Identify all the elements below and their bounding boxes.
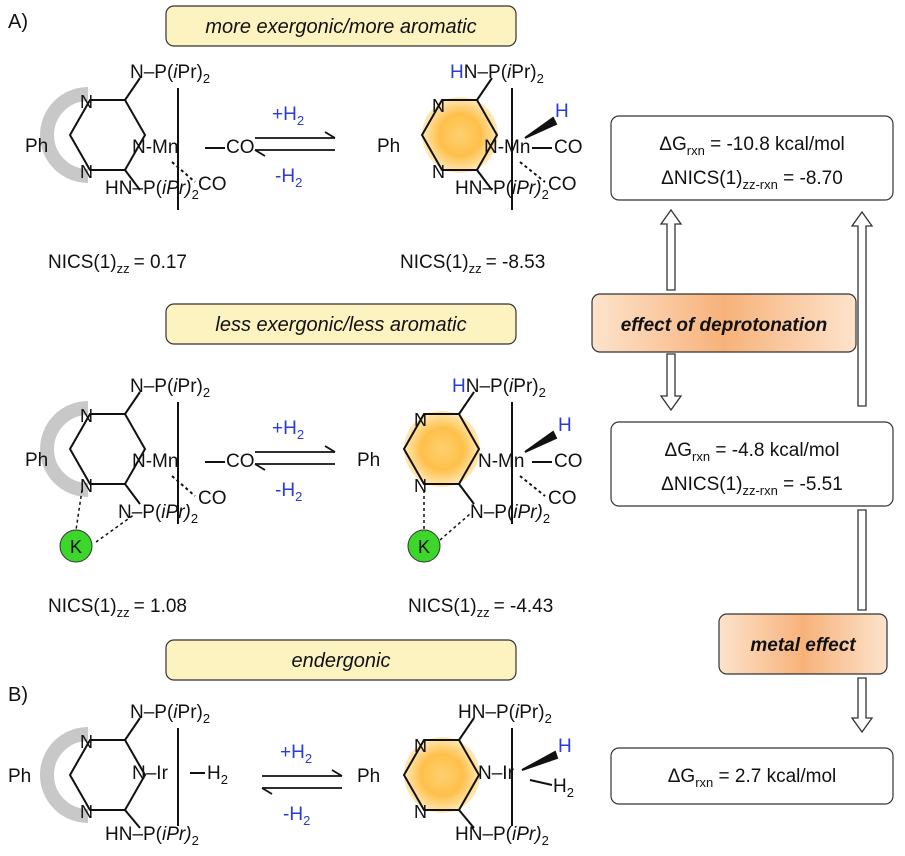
hydride-label: H	[555, 101, 569, 122]
nics-mn-end: NICS(1)zz= -8.53	[400, 252, 545, 276]
co-label: CO	[554, 137, 583, 158]
svg-text:ΔNICS(1)zz-rxn = -5.51: ΔNICS(1)zz-rxn = -5.51	[661, 474, 843, 498]
ir-end-complex	[402, 717, 559, 829]
banner-bottom-text: endergonic	[292, 650, 391, 672]
ring-n: N	[80, 802, 93, 822]
banner-top-text: more exergonic/more aromatic	[205, 16, 476, 38]
svg-text:N–P(iPr)2: N–P(iPr)2	[130, 62, 210, 86]
svg-text:+H2: +H2	[272, 104, 304, 128]
co-label: CO	[548, 174, 577, 195]
nics-k-end: NICS(1)zz= -4.43	[408, 596, 553, 620]
svg-text:+H2: +H2	[280, 742, 312, 766]
ring-n: N	[80, 92, 93, 112]
svg-text:-H2: -H2	[275, 480, 302, 504]
svg-text:+H2: +H2	[272, 418, 304, 442]
result-box-2: ΔGrxn = -4.8 kcal/mol ΔNICS(1)zz-rxn = -…	[610, 421, 894, 507]
h2-ligand: H2	[553, 776, 574, 800]
co-label: CO	[198, 488, 227, 509]
ph-label: Ph	[357, 766, 380, 787]
banner-mid: less exergonic/less aromatic	[165, 303, 517, 345]
svg-text:HN–P(iPr)2: HN–P(iPr)2	[450, 62, 544, 86]
ph-label: Ph	[357, 450, 380, 471]
mn-end-complex	[420, 77, 558, 210]
svg-text:HN–P(iPr)2: HN–P(iPr)2	[455, 824, 549, 848]
svg-text:ΔGrxn = 2.7 kcal/mol: ΔGrxn = 2.7 kcal/mol	[668, 766, 837, 790]
ring-n: N	[414, 410, 427, 430]
ring-n: N	[414, 476, 427, 496]
svg-text:HN–P(iPr)2: HN–P(iPr)2	[452, 376, 546, 400]
ph-label: Ph	[8, 766, 31, 787]
metal-label: N-Mn	[132, 451, 178, 472]
ring-n: N	[432, 162, 445, 182]
k-label: K	[418, 537, 430, 557]
svg-text:HN–P(iPr)2: HN–P(iPr)2	[105, 178, 199, 202]
ring-n: N	[80, 406, 93, 426]
panel-a-label: A)	[8, 11, 28, 33]
banner-bottom: endergonic	[165, 639, 517, 681]
ring-n: N	[80, 732, 93, 752]
ph-label: Ph	[25, 136, 48, 157]
svg-text:N–P(iPr)2: N–P(iPr)2	[130, 702, 210, 726]
svg-text:ΔGrxn = -10.8 kcal/mol: ΔGrxn = -10.8 kcal/mol	[659, 134, 844, 158]
k-label: K	[70, 537, 82, 557]
k-end-complex	[402, 391, 558, 541]
equilibrium-arrow-2	[254, 445, 336, 471]
effect-deprotonation-label: effect of deprotonation	[591, 293, 857, 353]
svg-text:N–P(iPr)2: N–P(iPr)2	[118, 502, 198, 526]
svg-text:-H2: -H2	[283, 804, 310, 828]
svg-text:-H2: -H2	[275, 166, 302, 190]
k-start-complex	[40, 391, 225, 543]
metal-label: N-Mn	[132, 137, 178, 158]
ir-start-complex	[40, 717, 205, 829]
svg-text:ΔGrxn = -4.8 kcal/mol: ΔGrxn = -4.8 kcal/mol	[665, 440, 840, 464]
ring-n: N	[432, 96, 445, 116]
panel-b-label: B)	[8, 684, 28, 706]
hydride-label: H	[558, 736, 572, 757]
co-label: CO	[198, 174, 227, 195]
potassium-ion	[59, 529, 93, 563]
ph-label: Ph	[25, 450, 48, 471]
ring-n: N	[414, 802, 427, 822]
equilibrium-arrow-1	[254, 131, 336, 157]
ring-n: N	[80, 476, 93, 496]
metal-label: N-Mn	[484, 137, 530, 158]
co-label: CO	[548, 488, 577, 509]
metal-label: N-Mn	[478, 451, 524, 472]
svg-text:ΔNICS(1)zz-rxn = -8.70: ΔNICS(1)zz-rxn = -8.70	[661, 168, 843, 192]
mn-start-complex	[40, 77, 225, 210]
svg-text:HN–P(iPr)2: HN–P(iPr)2	[105, 824, 199, 848]
banner-top: more exergonic/more aromatic	[165, 5, 517, 47]
svg-text:N–P(iPr)2: N–P(iPr)2	[130, 376, 210, 400]
ph-label: Ph	[377, 136, 400, 157]
hydride-label: H	[558, 415, 572, 436]
h2-ligand: H2	[207, 763, 228, 787]
banner-mid-text: less exergonic/less aromatic	[215, 314, 466, 336]
svg-text:HN–P(iPr)2: HN–P(iPr)2	[455, 178, 549, 202]
effect-metal-text: metal effect	[750, 635, 856, 656]
nics-mn-start: NICS(1)zz= 0.17	[48, 252, 187, 276]
nics-k-start: NICS(1)zz= 1.08	[48, 596, 187, 620]
co-label: CO	[226, 451, 255, 472]
svg-text:HN–P(iPr)2: HN–P(iPr)2	[458, 702, 552, 726]
svg-text:N–P(iPr)2: N–P(iPr)2	[470, 502, 550, 526]
co-label: CO	[226, 137, 255, 158]
potassium-ion	[407, 529, 441, 563]
ring-n: N	[414, 736, 427, 756]
equilibrium-arrow-3	[261, 769, 343, 795]
effect-deprotonation-text: effect of deprotonation	[621, 315, 828, 336]
ring-n: N	[80, 162, 93, 182]
metal-label: N–Ir	[478, 763, 515, 784]
effect-metal-label: metal effect	[718, 613, 888, 675]
co-label: CO	[554, 451, 583, 472]
result-box-1: ΔGrxn = -10.8 kcal/mol ΔNICS(1)zz-rxn = …	[610, 115, 894, 201]
metal-label: N–Ir	[132, 763, 169, 784]
deprotonation-arrows	[659, 208, 874, 734]
result-box-3: ΔGrxn = 2.7 kcal/mol	[610, 747, 894, 805]
